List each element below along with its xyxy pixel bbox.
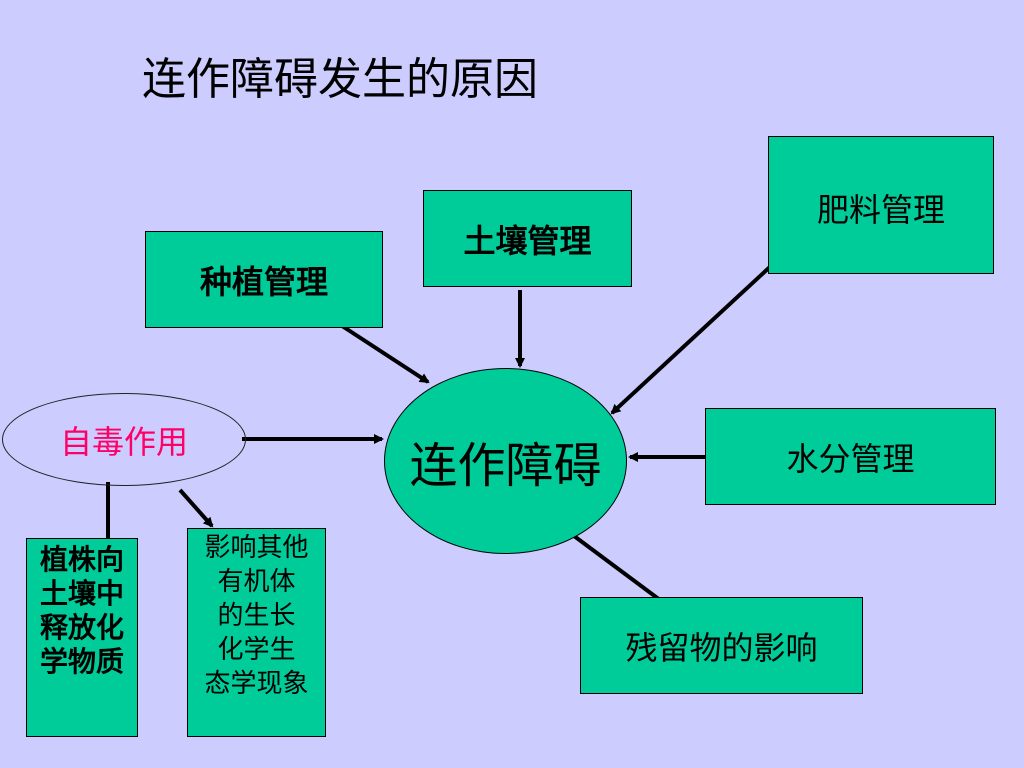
node-release-chemicals: 植株向 土壤中 释放化 学物质	[26, 538, 138, 737]
arrow-fertilizer-to-center	[610, 263, 774, 415]
node-fertilizer-management: 肥料管理	[768, 136, 994, 274]
node-water-management: 水分管理	[705, 408, 996, 505]
node-affect-other-organisms: 影响其他 有机体 的生长 化学生 态学现象	[187, 528, 326, 737]
arrow-planting-to-center	[334, 320, 430, 384]
node-continuous-cropping-obstacle: 连作障碍	[384, 368, 627, 554]
arrow-residue-to-center	[564, 528, 662, 602]
slide-title: 连作障碍发生的原因	[142, 54, 538, 105]
node-planting-management: 种植管理	[145, 231, 383, 328]
node-soil-management: 土壤管理	[423, 190, 632, 287]
node-autotoxicity: 自毒作用	[2, 393, 246, 486]
arrow-allelopathy-to-affect	[178, 488, 214, 528]
node-residue-influence: 残留物的影响	[580, 597, 863, 694]
